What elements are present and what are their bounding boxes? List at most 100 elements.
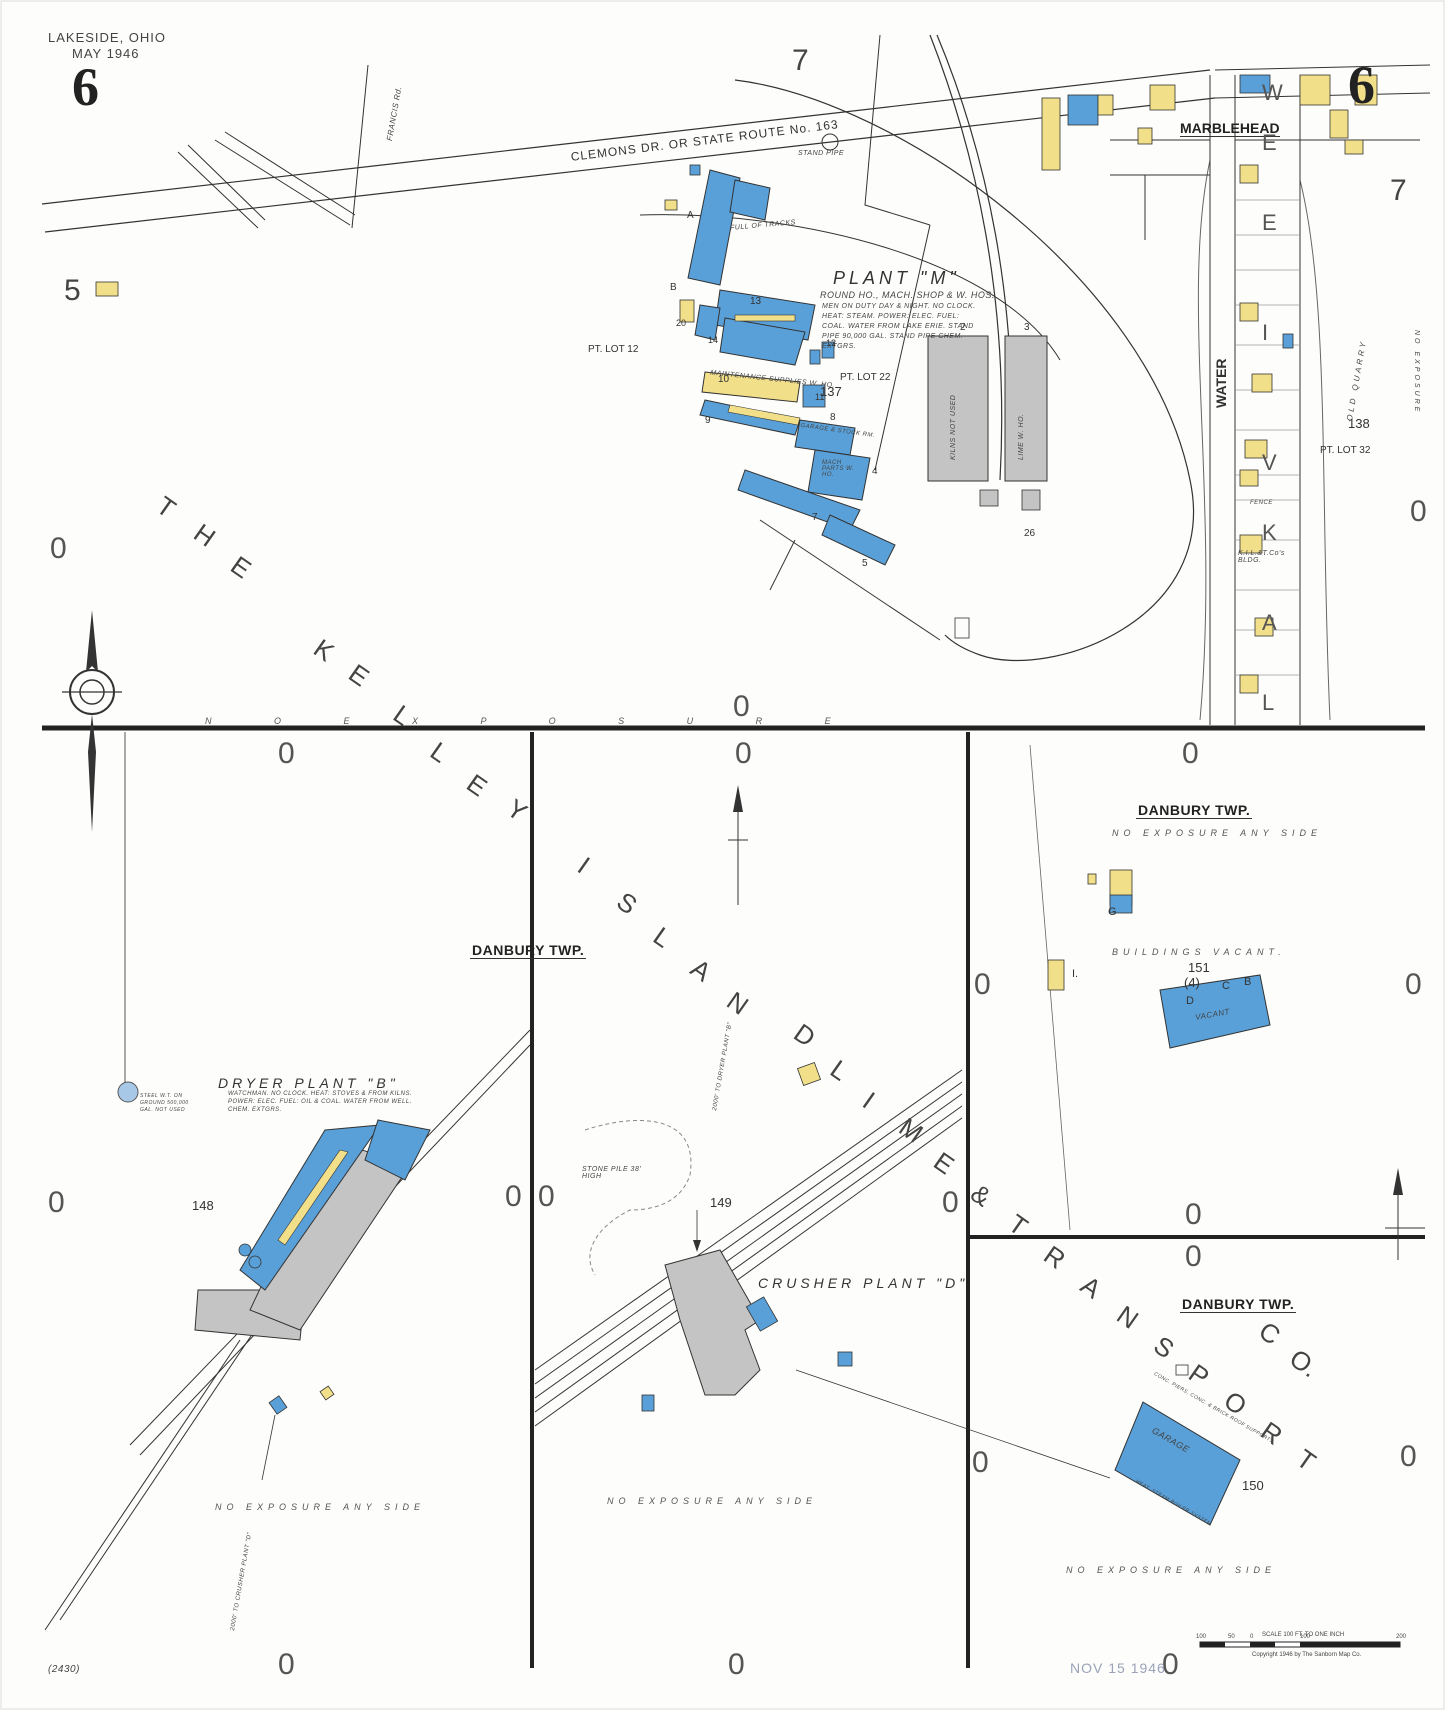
bldg-num: 7 (812, 512, 818, 523)
bldg-num: 13 (750, 296, 762, 307)
plant-m-details: MEN ON DUTY DAY & NIGHT. NO CLOCK. HEAT:… (822, 303, 976, 350)
bldg-lv-4 (1251, 373, 1273, 393)
zero-marker: 0 (942, 1186, 959, 1219)
no-exposure-148: NO EXPOSURE ANY SIDE (215, 1502, 426, 1512)
bldg-letter: I. (1072, 968, 1079, 980)
crusher-plant-d (534, 1061, 1111, 1479)
building-12 (821, 341, 835, 359)
sheet5-bldg (95, 281, 119, 297)
zero-marker: 0 (278, 1648, 295, 1681)
road-continuation (1214, 64, 1431, 71)
bldg-mh-1 (1041, 97, 1061, 171)
building-a-ext (729, 179, 771, 221)
block-150: 150 (1242, 1478, 1264, 1493)
bldg-letter: C (1222, 980, 1230, 992)
w-hos (664, 199, 678, 211)
zero-marker: 0 (278, 737, 295, 770)
bldg-num: 4 (872, 466, 878, 477)
copyright: Copyright 1946 by The Sanborn Map Co. (1252, 1652, 1362, 1658)
stand-pipe-label: STAND PIPE (798, 150, 845, 157)
stone-pile-outline (584, 1119, 692, 1276)
sheet-number-right: 6 (1348, 55, 1375, 115)
danbury-label: DANBURY TWP. (470, 942, 587, 959)
francis-road (351, 64, 369, 229)
bldg-num: 14 (708, 335, 719, 345)
zero-marker: 0 (538, 1180, 555, 1213)
plant-m-buildings (664, 133, 1048, 639)
lakeview-letter: A (1262, 610, 1277, 635)
adjoining-sheet-left: 5 (64, 274, 81, 307)
bldg-num: 11 (815, 392, 825, 402)
bldg-num: 10 (718, 374, 730, 385)
steel-water-tank (117, 1081, 139, 1103)
building-14 (694, 304, 721, 341)
plant-m-subtitle: ROUND HO., MACH. SHOP & W. HOS. (820, 290, 995, 300)
scale-tick: 50 (1228, 1634, 1235, 1640)
north-arrow-right (1385, 1168, 1425, 1260)
bldg-mh-8 (1329, 109, 1349, 139)
bldg-lv-1 (1239, 164, 1259, 184)
street-water: WATER (1213, 358, 1229, 408)
lakeview-letter: L (1262, 690, 1275, 715)
track-left-3 (214, 139, 351, 226)
zero-marker: 0 (974, 968, 991, 1001)
north-arrow-crusher (728, 785, 748, 905)
track-left-2 (187, 144, 266, 221)
building-tiny (1087, 873, 1097, 885)
bldg-lv-6 (1239, 469, 1259, 487)
bldg-num: 9 (705, 415, 711, 426)
mach-parts-label: MACH PARTS W. HO. (822, 460, 855, 478)
zero-marker: 0 (735, 737, 752, 770)
frame-strip-2 (727, 404, 801, 426)
lakeview-letter: I (1262, 320, 1269, 345)
no-exposure-149: NO EXPOSURE ANY SIDE (607, 1496, 818, 1506)
bldg-num: 20 (676, 318, 687, 328)
small-box-150 (1175, 1364, 1189, 1376)
block-148: 148 (192, 1198, 214, 1213)
bldg-letter-b: B (670, 282, 677, 293)
scale-tick: 200 (1396, 1634, 1407, 1640)
adjoining-sheet-top: 7 (792, 44, 809, 77)
wall-spur (769, 539, 796, 591)
bldg-letter: G (1108, 906, 1117, 918)
compass-rose (62, 610, 122, 832)
zero-marker: 0 (972, 1446, 989, 1479)
zero-marker: 0 (48, 1186, 65, 1219)
bldg-mh-7 (1299, 74, 1331, 106)
block-151: 151 (1188, 960, 1210, 975)
bldg-num: 26 (1024, 528, 1036, 539)
bldg-mh-2 (1067, 94, 1099, 126)
lot-label: PT. LOT 22 (840, 372, 891, 383)
zero-marker: 0 (728, 1648, 745, 1681)
bldg-mh-10 (1344, 139, 1364, 155)
trestle (954, 617, 970, 639)
bldg-lv-8 (1254, 617, 1274, 637)
zero-marker: 0 (505, 1180, 522, 1213)
bldg-mh-3 (1097, 94, 1114, 116)
bldg-num: 12 (826, 338, 837, 348)
danbury-label: DANBURY TWP. (1136, 802, 1253, 819)
building-11 (802, 384, 826, 408)
lakeview-letter: E (1262, 210, 1277, 235)
zero-marker: 0 (1162, 1648, 1179, 1681)
bldg-mh-9 (1354, 74, 1378, 106)
buildings-vacant: BUILDINGS VACANT. (1112, 947, 1286, 957)
building-20 (679, 299, 695, 323)
lime-whse-label: LIME W. HO. (1018, 413, 1025, 460)
track-loop (734, 79, 1194, 662)
small-bldg (689, 164, 701, 176)
scale-label: SCALE 100 FT. TO ONE INCH (1262, 1632, 1345, 1638)
marblehead-buildings (1041, 74, 1378, 694)
building-12b (809, 349, 821, 365)
kilns-2 (927, 335, 989, 482)
dryer-brick-2 (364, 1119, 431, 1181)
lakeview-letter: V (1262, 450, 1277, 475)
bldg-lv-5 (1244, 439, 1268, 459)
building-g-brick (1109, 894, 1133, 914)
dryer-frame (277, 1149, 349, 1246)
lakeview-letter: K (1262, 520, 1277, 545)
stand-pipe (821, 133, 839, 151)
building-26 (1021, 489, 1041, 511)
